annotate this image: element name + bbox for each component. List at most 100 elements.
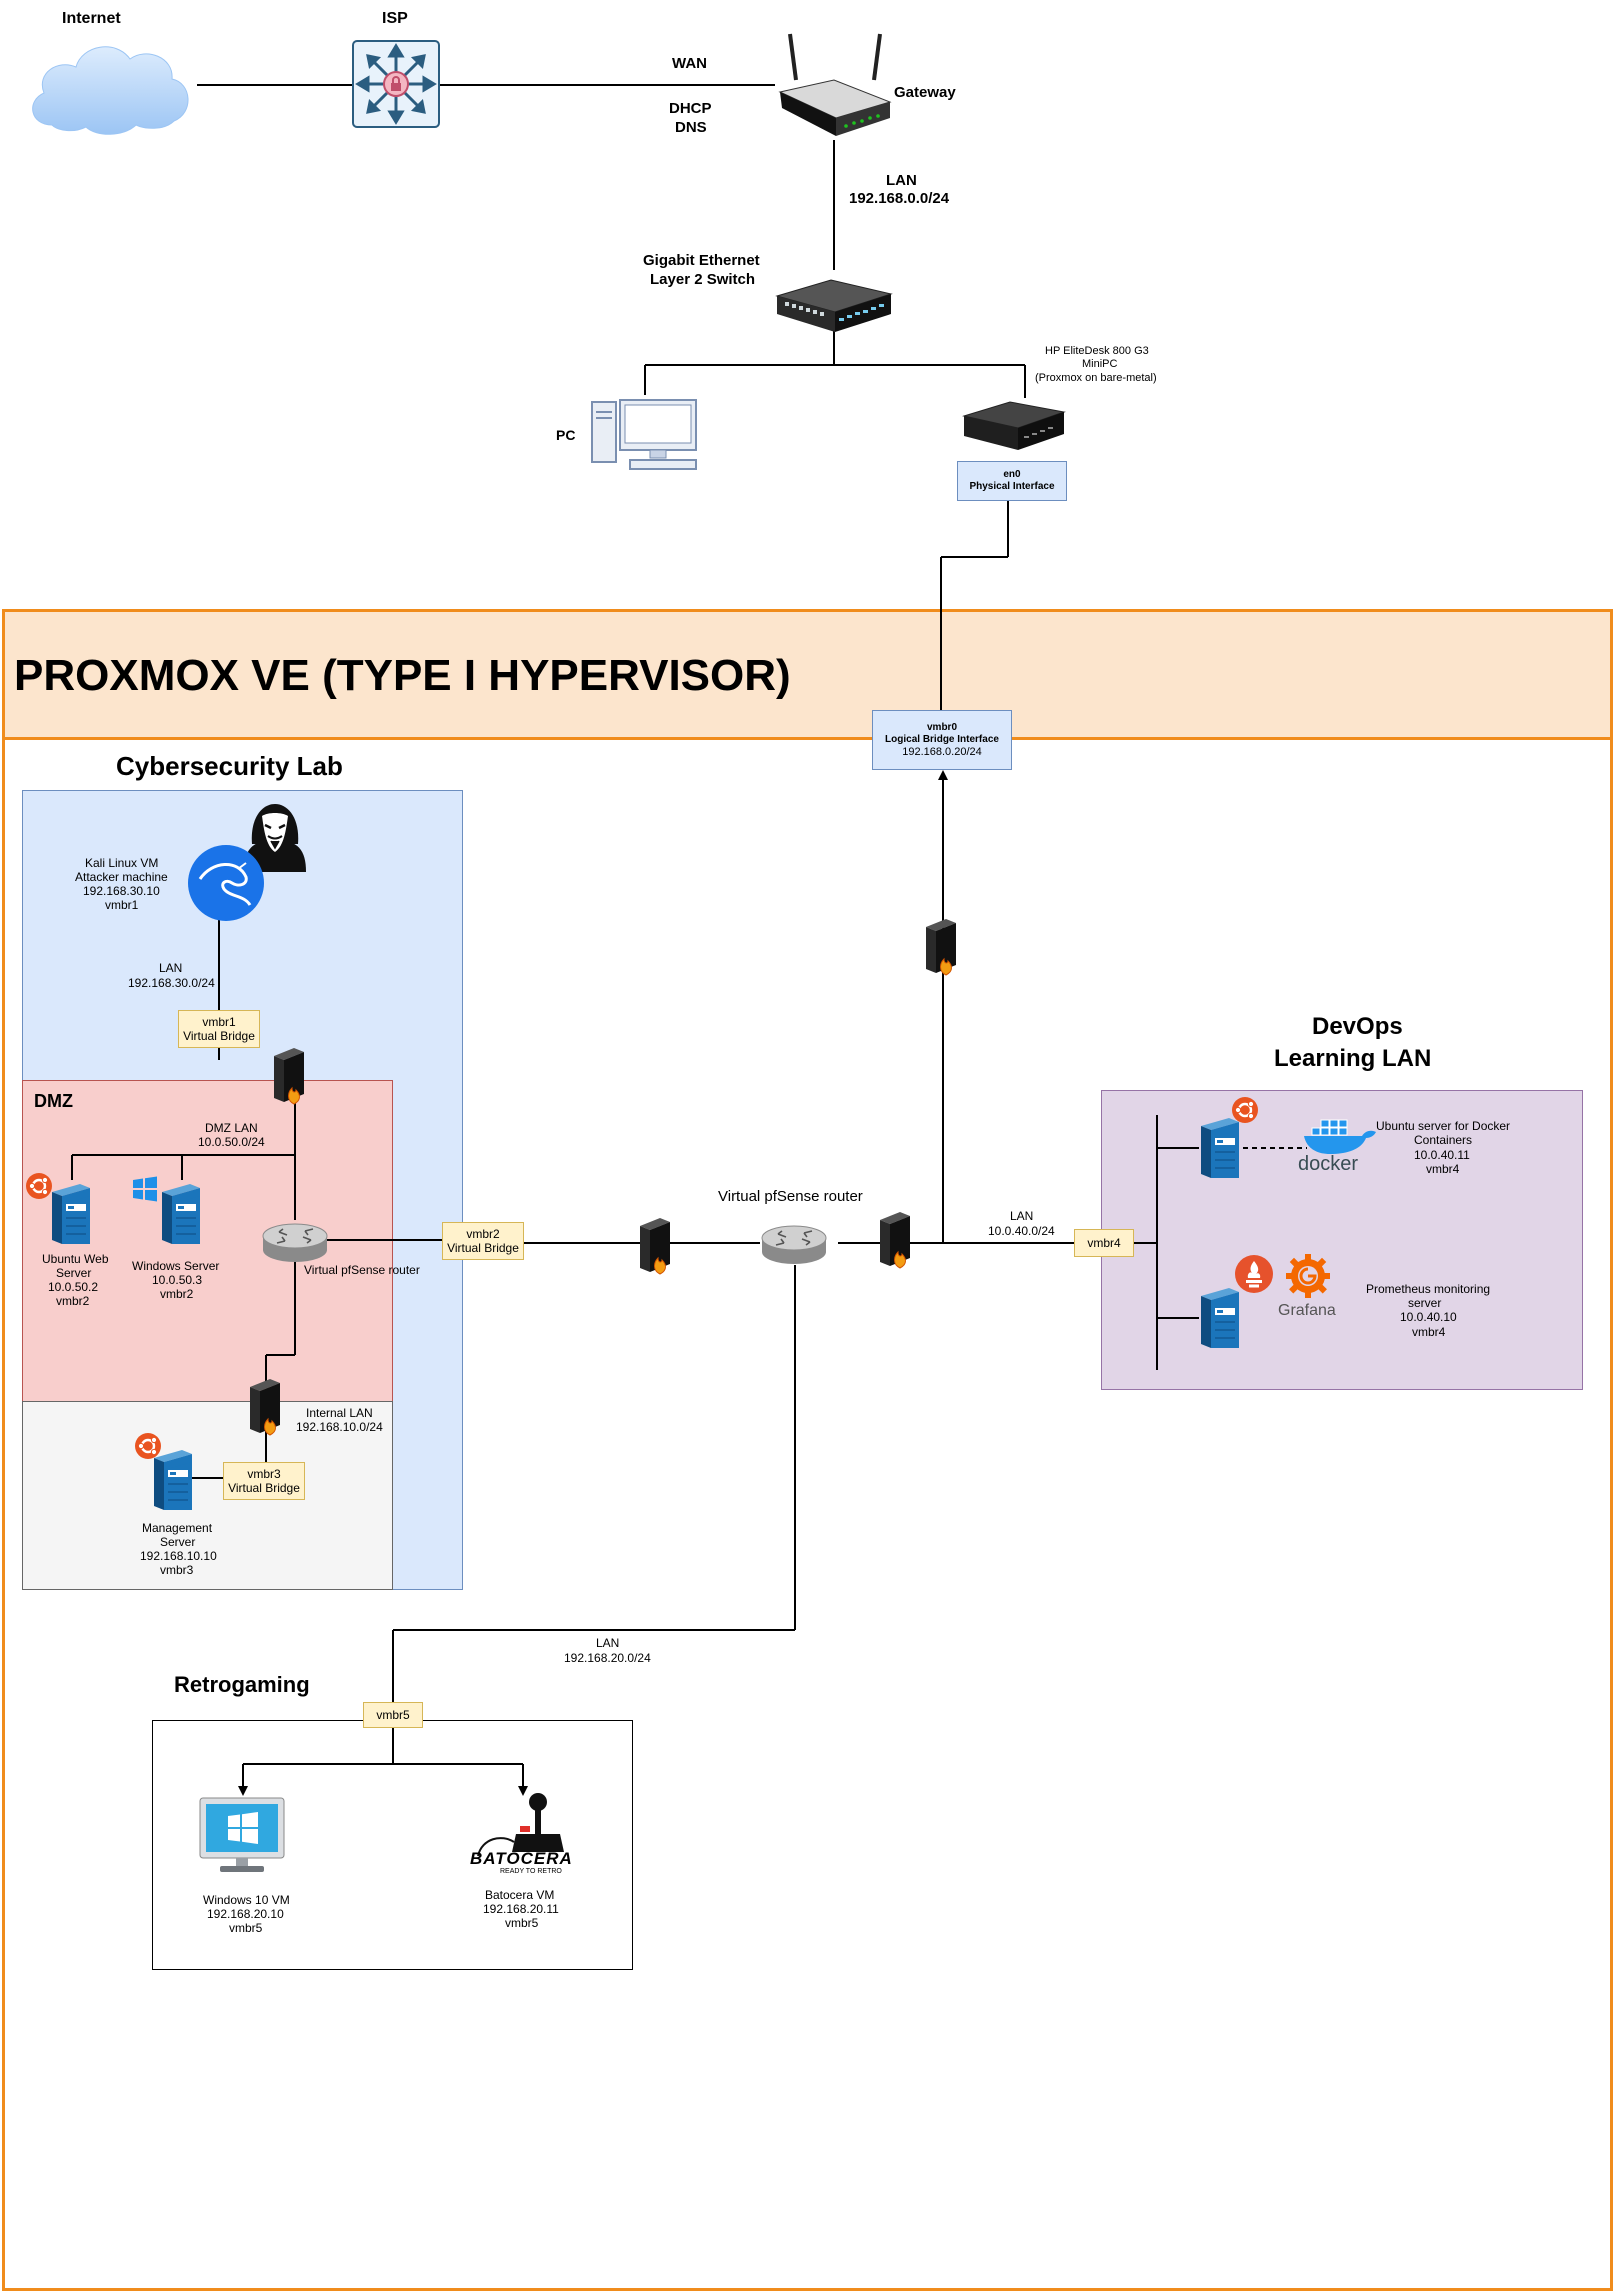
wan-label: WAN [672,55,707,72]
hacker-mask-icon [244,804,306,872]
minipc-label-line1: HP EliteDesk 800 G3 [1045,345,1149,357]
vmbr1-desc: Virtual Bridge [183,1029,255,1043]
vmbr0-ip: 192.168.0.20/24 [902,746,982,758]
kali-label-line3: 192.168.30.10 [83,884,160,898]
dmz-router-icon [262,1223,328,1263]
vmbr0-desc: Logical Bridge Interface [885,734,999,745]
windows-server-line2: 10.0.50.3 [152,1273,203,1287]
core-router-label: Virtual pfSense router [718,1188,863,1205]
internal-lan-label: Internal LAN [306,1406,373,1420]
server-icon [1200,1287,1240,1349]
ubuntu-web-line2: Server [56,1266,92,1280]
core-router-icon [761,1225,827,1265]
lan-subnet-label: 192.168.0.0/24 [849,190,950,207]
mgmt-line4: vmbr3 [160,1563,194,1577]
en0-desc: Physical Interface [969,481,1055,492]
dmz-lan-label: DMZ LAN [205,1121,258,1135]
vmbr1-virtual-bridge: vmbr1 Virtual Bridge [178,1010,260,1048]
en0-physical-interface: en0 Physical Interface [957,461,1067,501]
batocera-line3: vmbr5 [505,1916,539,1930]
vmbr3-virtual-bridge: vmbr3 Virtual Bridge [223,1462,305,1500]
docker-wordmark: docker [1298,1153,1359,1175]
retro-title: Retrogaming [174,1672,310,1697]
dmz-title: DMZ [34,1091,73,1111]
kali-label-line2: Attacker machine [75,870,168,884]
cyberlab-title: Cybersecurity Lab [116,751,343,781]
isp-label: ISP [382,10,408,27]
server-icon [161,1183,201,1245]
dmz-router-label: Virtual pfSense router [304,1263,420,1277]
docker-srv-line3: 10.0.40.11 [1414,1148,1470,1162]
gateway-label: Gateway [894,84,956,101]
kali-linux-icon [188,845,264,921]
vmbr3-label: vmbr3 [247,1467,281,1481]
grafana-wordmark: Grafana [1278,1302,1336,1319]
en0-label: en0 [1003,469,1021,480]
windows10-monitor-icon [199,1797,285,1872]
ubuntu-web-line3: 10.0.50.2 [48,1280,99,1294]
devops-title-line2: Learning LAN [1274,1045,1432,1072]
mgmt-line3: 192.168.10.10 [140,1549,217,1563]
vmbr4-bridge: vmbr4 [1074,1229,1134,1257]
internet-label: Internet [62,10,121,27]
batocera-line1: Batocera VM [485,1888,555,1902]
prom-line4: vmbr4 [1412,1325,1446,1339]
switch-label-line1: Gigabit Ethernet [643,252,760,269]
cyber-lan-subnet: 192.168.30.0/24 [128,976,215,990]
vmbr2-label: vmbr2 [466,1227,500,1241]
vmbr0-bridge-interface: vmbr0 Logical Bridge Interface 192.168.0… [872,710,1012,770]
batocera-tagline: READY TO RETRO [500,1868,562,1875]
pc-label: PC [556,427,576,443]
switch-label-line2: Layer 2 Switch [650,271,756,288]
kali-label-line1: Kali Linux VM [85,856,159,870]
mgmt-line2: Server [160,1535,196,1549]
server-icon [51,1183,91,1245]
firewall-icon [249,1378,281,1436]
gateway-router-icon [778,33,892,136]
firewall-icon [639,1217,671,1275]
win10-line3: vmbr5 [229,1921,263,1935]
lan-label: LAN [886,172,917,189]
minipc-label-line2: MiniPC [1082,358,1118,370]
cloud-icon [32,46,189,135]
docker-icon [1304,1119,1376,1154]
batocera-joystick-icon [477,1793,564,1857]
server-icon [153,1449,193,1511]
firewall-icon [925,918,957,976]
hypervisor-header [2,609,1613,740]
dns-label: DNS [675,119,707,136]
dhcp-label: DHCP [669,100,712,117]
windows-server-line1: Windows Server [132,1259,220,1273]
retro-lan-label: LAN [596,1636,620,1650]
batocera-line2: 192.168.20.11 [483,1902,559,1916]
firewall-icon [879,1211,911,1269]
prom-line3: 10.0.40.10 [1400,1310,1457,1324]
minipc-label-line3: (Proxmox on bare-metal) [1035,372,1157,384]
vmbr2-desc: Virtual Bridge [447,1241,519,1255]
prometheus-icon [1235,1255,1273,1293]
internal-zone [22,1401,393,1590]
grafana-icon [1286,1254,1330,1298]
switch-icon [775,279,893,332]
minipc-icon [962,401,1066,450]
devops-title-line1: DevOps [1312,1013,1403,1040]
batocera-wordmark: BATOCERA [470,1849,573,1868]
vmbr4-label: vmbr4 [1087,1236,1121,1250]
ubuntu-web-line1: Ubuntu Web [42,1252,109,1266]
dmz-lan-subnet: 10.0.50.0/24 [198,1135,265,1149]
docker-srv-line4: vmbr4 [1426,1162,1460,1176]
pc-icon [591,399,697,470]
windows-server-line3: vmbr2 [160,1287,194,1301]
internal-lan-subnet: 192.168.10.0/24 [296,1420,383,1434]
win10-line1: Windows 10 VM [203,1893,290,1907]
devops-lan-subnet: 10.0.40.0/24 [988,1224,1055,1238]
server-icon [1200,1117,1240,1179]
vmbr5-label: vmbr5 [376,1708,410,1722]
kali-label-line4: vmbr1 [105,898,139,912]
mgmt-line1: Management [142,1521,213,1535]
windows-icon [133,1176,157,1202]
vmbr1-label: vmbr1 [202,1015,236,1029]
retro-lan-subnet: 192.168.20.0/24 [564,1651,651,1665]
win10-line2: 192.168.20.10 [207,1907,284,1921]
